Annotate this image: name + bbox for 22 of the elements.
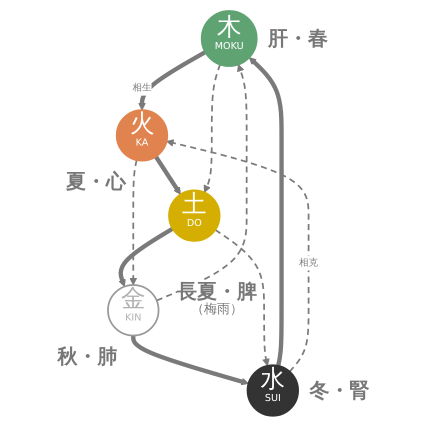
arrow: [138, 50, 207, 110]
arrow: [249, 57, 284, 366]
arrow: [156, 64, 248, 302]
arrow: [132, 336, 250, 386]
arrow: [130, 160, 138, 286]
node-circle: 火 KA: [116, 109, 169, 162]
node-circle: 水 SUI: [247, 364, 300, 417]
node-circle: 金 KIN: [108, 284, 160, 336]
node-circle: 土 DO: [168, 189, 221, 242]
arrow: [154, 155, 182, 195]
edge-label: 相克: [299, 256, 319, 268]
node-caption: 長夏・脾: [177, 280, 257, 303]
node-caption: 夏・心: [66, 170, 126, 194]
arrow: [204, 64, 222, 193]
node-circle: 木 MOKU: [201, 10, 258, 67]
node-caption: 肝・春: [268, 27, 328, 50]
edge-label: 相生: [132, 82, 152, 94]
node-caption: 秋・肺: [57, 345, 118, 368]
arrow: [118, 226, 174, 287]
arrow: [166, 139, 310, 372]
arrow: [215, 229, 270, 366]
node-caption: 冬・腎: [310, 379, 370, 402]
